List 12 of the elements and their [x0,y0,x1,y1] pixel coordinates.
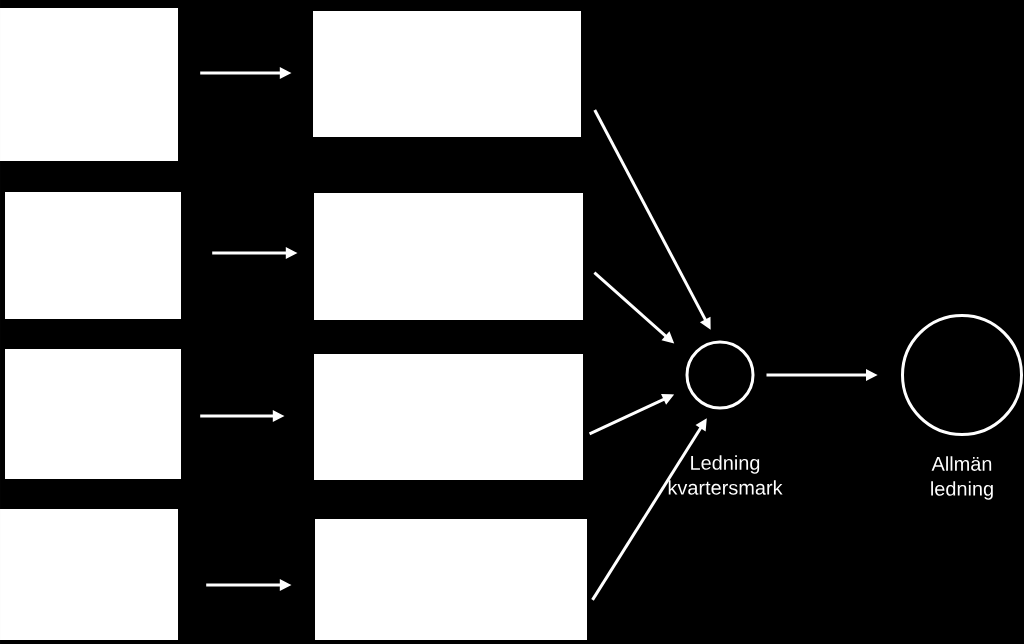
box [0,8,178,161]
node-caption: Allmän ledning [931,456,993,500]
box [5,192,181,319]
box [315,519,587,640]
box [313,11,581,137]
box [314,193,583,320]
box [314,354,583,480]
circle [901,314,1023,436]
box [5,349,181,479]
node-caption: Ledning kvartersmark [668,455,783,495]
box [0,509,178,640]
circle [685,340,755,410]
